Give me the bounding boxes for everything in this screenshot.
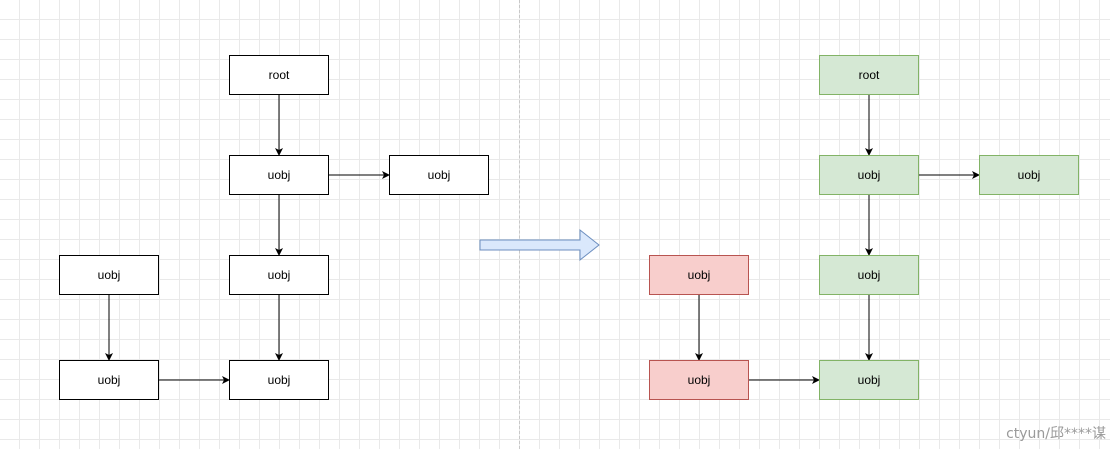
right-node-root: root [819,55,919,95]
left-node-uobj-bottom-left: uobj [59,360,159,400]
left-node-uobj-bottom-right: uobj [229,360,329,400]
left-node-uobj-right: uobj [389,155,489,195]
left-node-uobj-main: uobj [229,155,329,195]
left-node-root: root [229,55,329,95]
transform-arrow-icon [479,228,600,262]
left-node-uobj-mid: uobj [229,255,329,295]
right-node-uobj-main: uobj [819,155,919,195]
right-node-uobj-bottom-left: uobj [649,360,749,400]
watermark: ctyun/邱****谋 [1006,426,1106,442]
right-node-uobj-top-left: uobj [649,255,749,295]
right-node-uobj-right: uobj [979,155,1079,195]
left-node-uobj-top-left: uobj [59,255,159,295]
panel-divider [519,0,520,449]
right-node-uobj-bottom-right: uobj [819,360,919,400]
right-node-uobj-mid: uobj [819,255,919,295]
